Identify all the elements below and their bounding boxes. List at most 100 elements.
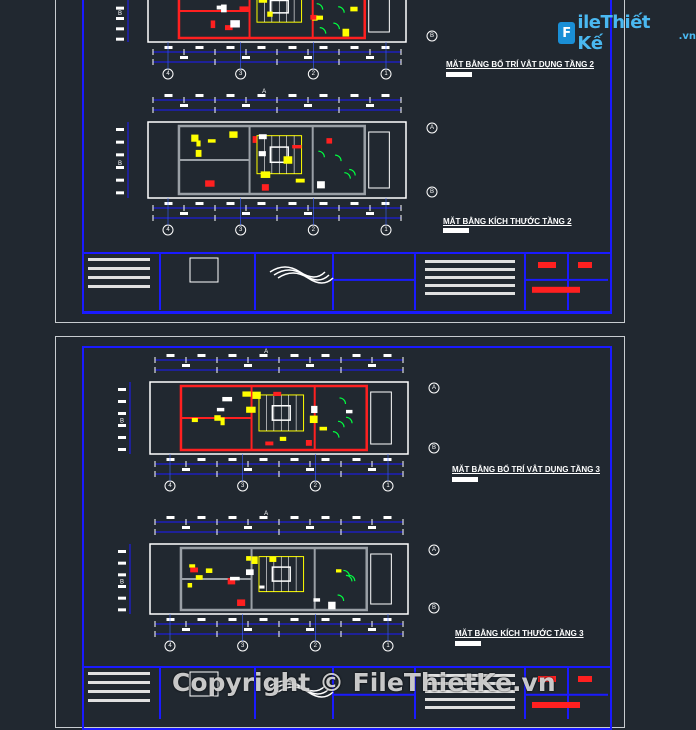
furniture-block	[196, 140, 201, 147]
furniture-block	[273, 391, 282, 396]
grid-axis-label: B	[120, 419, 124, 425]
outer-wall	[149, 543, 409, 615]
dimension-text	[350, 46, 359, 49]
grid-axis-label: 3	[241, 483, 245, 489]
furniture-block	[230, 576, 240, 581]
furniture-block	[309, 415, 318, 424]
grid-axis-bubble	[428, 442, 440, 454]
title-text-line	[88, 285, 150, 288]
dimension-text	[304, 104, 312, 107]
dimension-text	[116, 37, 124, 41]
dimension-text	[368, 526, 376, 529]
dimension-text	[321, 516, 330, 519]
furniture-block	[259, 585, 265, 589]
furniture-block	[191, 417, 198, 423]
dimension-text	[368, 364, 376, 367]
signature	[277, 272, 334, 284]
grid-axis-bubble	[426, 186, 438, 198]
door-swing	[338, 6, 345, 13]
dimension-text	[321, 354, 330, 357]
furniture-block	[246, 406, 256, 413]
dimension-text	[228, 354, 237, 357]
dimension-text	[306, 526, 314, 529]
dimension-text	[288, 94, 297, 97]
furniture-block	[190, 567, 198, 573]
furniture-block	[311, 405, 318, 414]
dimension-text	[118, 573, 126, 577]
dimension-text	[306, 364, 314, 367]
furniture-block	[305, 440, 312, 446]
dimension-text	[368, 628, 376, 631]
dimension-text	[116, 153, 124, 157]
dimension-text	[242, 56, 250, 59]
door-swing	[334, 154, 342, 162]
grid-axis-label: 3	[239, 71, 243, 77]
title-text-line	[88, 672, 150, 675]
caption-dimension-floor-2: MẶT BẰNG KÍCH THƯỚC TẦNG 2	[443, 217, 572, 226]
dimension-text	[118, 561, 126, 565]
dimension-text	[180, 212, 188, 215]
furniture-block	[251, 556, 258, 564]
grid-axis-label: 3	[239, 227, 243, 233]
door-swing	[349, 168, 356, 176]
dimension-text	[306, 468, 314, 471]
grid-axis-label: A	[430, 125, 434, 131]
dimension-text	[228, 516, 237, 519]
door-swing	[333, 22, 340, 30]
furniture-block	[239, 6, 249, 12]
dimension-text	[381, 94, 390, 97]
grid-axis-label: 1	[384, 227, 388, 233]
dimension-text	[319, 46, 328, 49]
title-stamp	[532, 702, 580, 708]
signature	[277, 686, 334, 698]
file-icon: F	[558, 22, 576, 44]
dimension-text	[321, 458, 330, 461]
dimension-text	[304, 56, 312, 59]
dimension-text	[383, 458, 392, 461]
furniture-block	[292, 145, 302, 149]
site-logo[interactable]: F ileThiết Kế .vn	[558, 12, 696, 54]
title-stamp	[538, 676, 556, 682]
furniture-block	[342, 28, 350, 37]
grid-axis-label: B	[118, 161, 122, 167]
dimension-text	[259, 458, 268, 461]
furniture-block	[319, 426, 328, 431]
furniture-block	[246, 556, 252, 561]
furniture-block	[191, 134, 199, 142]
grid-axis-label: B	[118, 11, 122, 17]
door-swing	[345, 574, 353, 582]
furniture-block	[345, 409, 353, 414]
grid-axis-label: 2	[312, 227, 316, 233]
dimension-text	[116, 128, 124, 131]
balcony	[368, 0, 390, 33]
dimension-text	[242, 212, 250, 215]
title-stamp	[532, 286, 580, 293]
title-text-line	[425, 276, 515, 279]
dimension-text	[197, 354, 206, 357]
dimension-text	[166, 458, 175, 461]
furniture-block	[258, 151, 266, 157]
furniture-block	[258, 0, 268, 3]
dimension-text	[118, 596, 126, 600]
furniture-block	[187, 582, 193, 588]
door-swing	[337, 420, 345, 428]
dimension-text	[350, 202, 359, 205]
furniture-block	[216, 407, 225, 412]
furniture-block	[242, 391, 251, 397]
title-text-line	[425, 706, 515, 709]
furniture-block	[279, 436, 287, 441]
dimension-text	[288, 202, 297, 205]
grid-axis-label: 4	[166, 227, 170, 233]
dimension-text	[381, 46, 390, 49]
dimension-text	[366, 212, 374, 215]
dimension-text	[244, 526, 252, 529]
copyright-watermark: Copyright © FileThietKe.vn	[172, 668, 556, 697]
caption-furniture-floor-3: MẶT BẰNG BỐ TRÍ VẬT DỤNG TẦNG 3	[452, 465, 600, 474]
dimension-text	[118, 550, 126, 553]
furniture-block	[195, 575, 203, 580]
dimension-text	[118, 436, 126, 439]
grid-axis-label: 1	[386, 483, 390, 489]
furniture-block	[267, 11, 273, 17]
furniture-block	[214, 415, 221, 421]
grid-axis-label: A	[432, 385, 436, 391]
